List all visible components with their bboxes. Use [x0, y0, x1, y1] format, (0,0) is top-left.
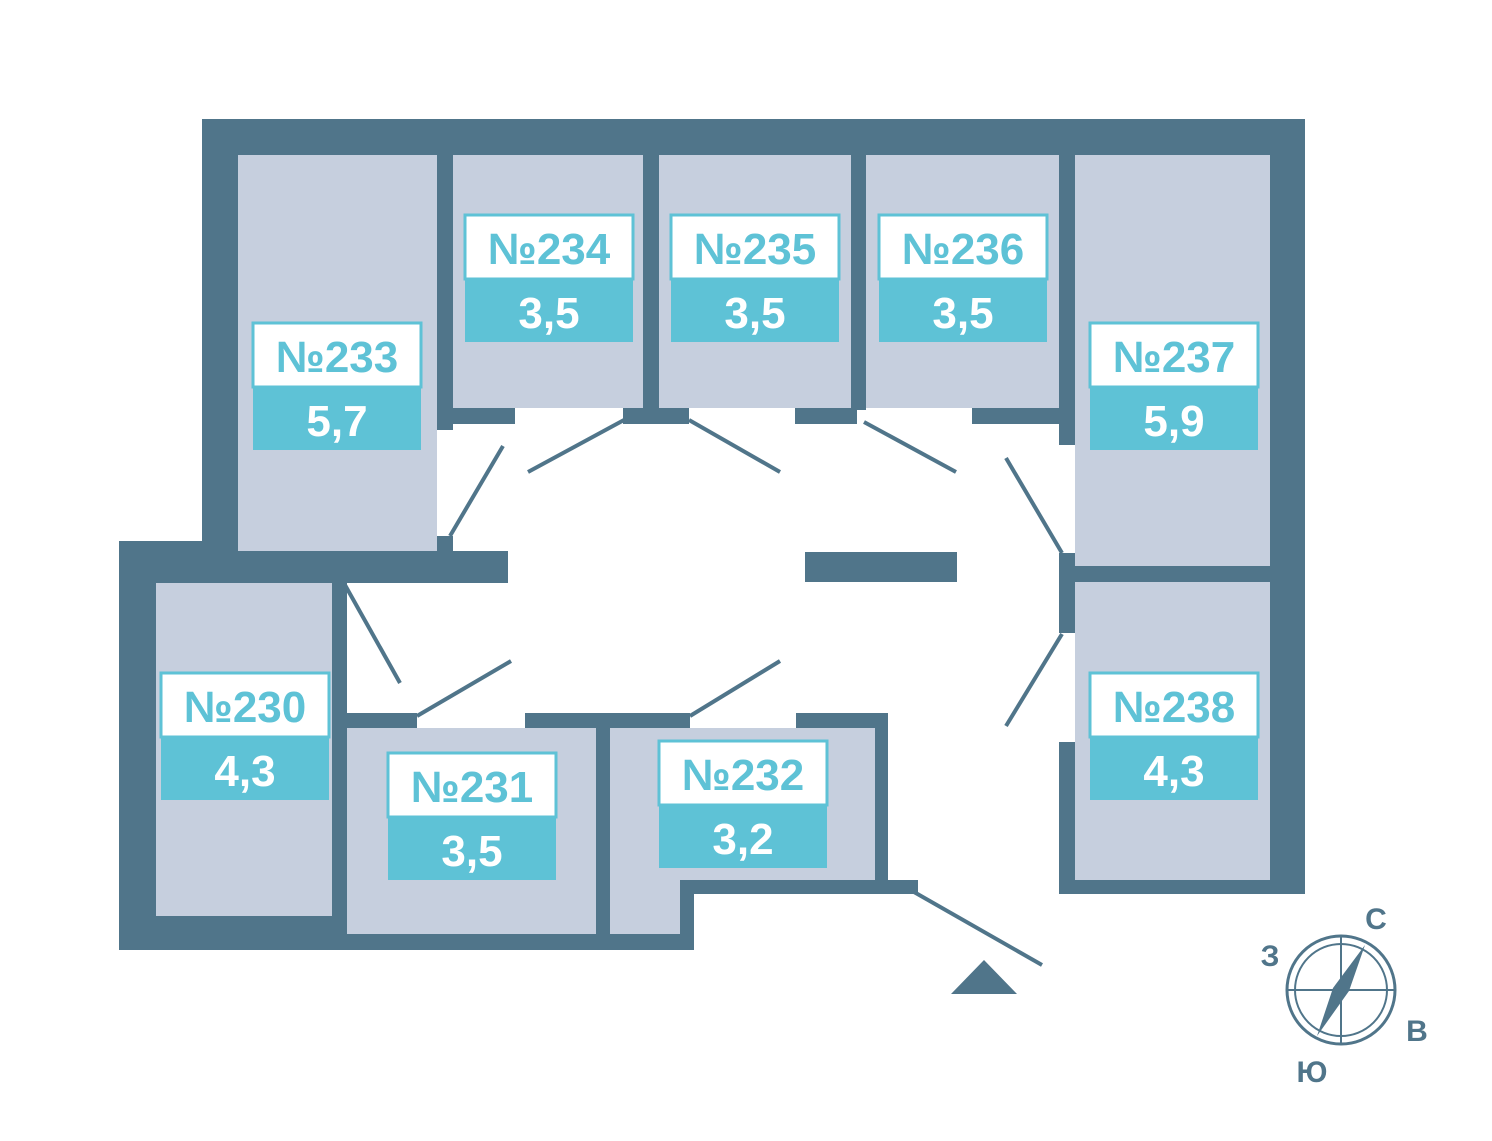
label-area-box: [671, 279, 839, 342]
unit-area: 5,9: [1143, 397, 1204, 446]
compass-icon: С З В Ю: [1261, 903, 1428, 1089]
door-entrance: [913, 890, 1043, 967]
unit-number: №235: [694, 225, 816, 274]
unit-area: 3,5: [724, 289, 785, 338]
unit-number: №231: [411, 763, 533, 812]
label-area-box: [161, 737, 329, 800]
label-number-box: [1088, 321, 1260, 389]
unit-area: 3,5: [441, 827, 502, 876]
label-237[interactable]: №237 5,9: [1088, 321, 1260, 450]
label-number-box: [463, 213, 635, 281]
label-area-box: [388, 817, 556, 880]
label-235[interactable]: №235 3,5: [669, 213, 841, 342]
unit-area: 4,3: [1143, 747, 1204, 796]
label-area-box: [1090, 737, 1258, 800]
label-232[interactable]: №232 3,2: [657, 739, 829, 868]
unit-area: 3,5: [932, 289, 993, 338]
unit-number: №232: [682, 751, 804, 800]
label-number-box: [386, 751, 558, 819]
unit-number: №233: [276, 333, 398, 382]
door-231: [415, 659, 513, 718]
compass-west: З: [1261, 940, 1280, 973]
compass-east: В: [1406, 1015, 1428, 1048]
unit-number: №230: [184, 683, 306, 732]
unit-area: 3,2: [712, 815, 773, 864]
label-230[interactable]: №230 4,3: [159, 671, 331, 800]
label-area-box: [879, 279, 1047, 342]
room-232-ext: [610, 880, 680, 934]
doors: [343, 418, 1064, 967]
label-number-box: [657, 739, 829, 807]
unit-area: 3,5: [518, 289, 579, 338]
unit-number: №236: [902, 225, 1024, 274]
label-234[interactable]: №234 3,5: [463, 213, 635, 342]
label-number-box: [251, 321, 423, 389]
label-number-box: [1088, 671, 1260, 739]
label-number-box: [159, 671, 331, 739]
label-area-box: [659, 805, 827, 868]
label-area-box: [253, 387, 421, 450]
door-232: [688, 659, 782, 718]
door-235: [688, 418, 781, 474]
unit-number: №234: [488, 225, 611, 274]
label-238[interactable]: №238 4,3: [1088, 671, 1260, 800]
unit-area: 5,7: [306, 397, 367, 446]
unit-area: 4,3: [214, 747, 275, 796]
door-237: [1004, 456, 1064, 555]
unit-number: №237: [1113, 333, 1235, 382]
compass-south: Ю: [1297, 1056, 1328, 1089]
compass-needle-icon: [1317, 945, 1365, 1036]
label-231[interactable]: №231 3,5: [386, 751, 558, 880]
door-236: [863, 420, 957, 474]
entrance-triangle-icon: [951, 960, 1017, 994]
door-230: [343, 584, 402, 684]
door-234: [527, 418, 625, 474]
door-238: [1004, 632, 1064, 728]
label-area-box: [1090, 387, 1258, 450]
door-233: [448, 444, 505, 538]
compass-north: С: [1365, 903, 1387, 936]
label-236[interactable]: №236 3,5: [877, 213, 1049, 342]
label-area-box: [465, 279, 633, 342]
label-233[interactable]: №233 5,7: [251, 321, 423, 450]
unit-number: №238: [1113, 683, 1235, 732]
